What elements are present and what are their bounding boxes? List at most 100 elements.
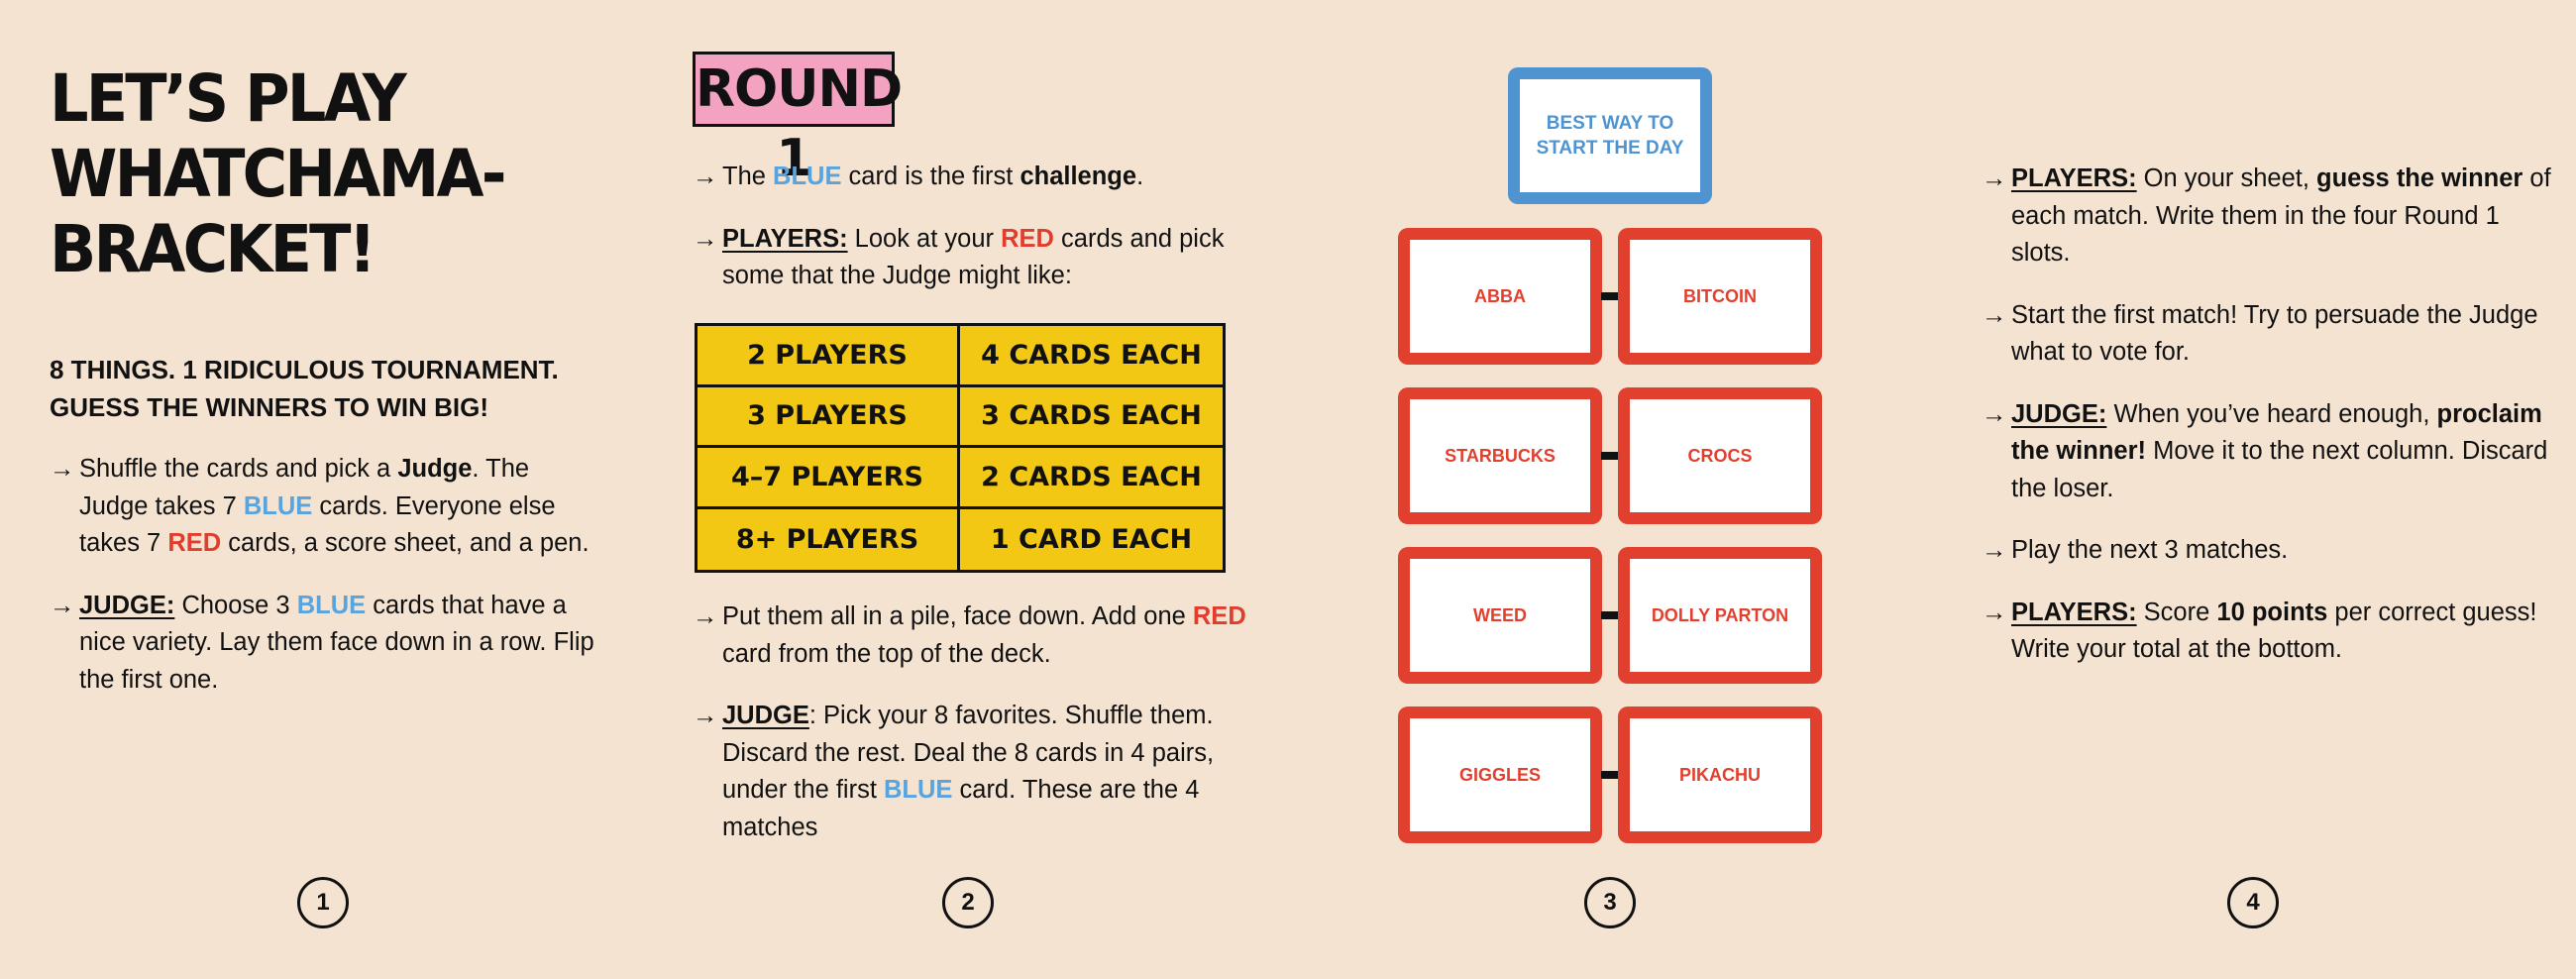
text: card from the top of the deck. xyxy=(722,639,1051,668)
tagline-line: GUESS THE WINNERS TO WIN BIG! xyxy=(50,392,488,422)
title-line: LET’S PLAY xyxy=(50,60,407,137)
role-label: JUDGE: xyxy=(2011,399,2107,428)
table-cell: 4–7 PLAYERS xyxy=(698,448,960,509)
page-2: ROUND 1 → The BLUE card is the first cha… xyxy=(644,0,1288,979)
text: card. These are the 4 matches xyxy=(722,776,1200,841)
thing-card: DOLLY PARTON xyxy=(1618,547,1822,684)
instructions-list: → PLAYERS: On your sheet, guess the winn… xyxy=(1982,161,2556,694)
blue-term: BLUE xyxy=(773,163,842,190)
bold-term: guess the winner xyxy=(2316,164,2523,192)
instruction-item: → Put them all in a pile, face down. Add… xyxy=(693,598,1267,673)
text: . The Judge takes 7 xyxy=(79,455,530,520)
judge-term: Judge xyxy=(397,455,473,483)
text: When you’ve heard enough, xyxy=(2106,399,2437,428)
page-1: LET’S PLAY WHATCHAMA- BRACKET! 8 THINGS.… xyxy=(0,0,644,979)
bold-term: challenge xyxy=(1020,163,1137,190)
game-title: LET’S PLAY WHATCHAMA- BRACKET! xyxy=(50,60,506,287)
text: The xyxy=(722,163,774,190)
text: Put them all in a pile, face down. Add o… xyxy=(722,602,1193,630)
page-number: 2 xyxy=(942,877,994,928)
thing-card: GIGGLES xyxy=(1398,707,1602,843)
text: Score xyxy=(2136,598,2217,626)
instruction-item: → PLAYERS: Score 10 points per correct g… xyxy=(1982,595,2556,669)
instruction-item: → The BLUE card is the first challenge. xyxy=(693,159,1267,196)
arrow-icon: → xyxy=(693,224,718,253)
title-line: WHATCHAMA- xyxy=(50,136,506,212)
thing-card: PIKACHU xyxy=(1618,707,1822,843)
role-label: PLAYERS: xyxy=(722,224,848,253)
instruction-item: → JUDGE: Pick your 8 favorites. Shuffle … xyxy=(693,698,1267,846)
arrow-icon: → xyxy=(1982,399,2007,428)
instruction-item: → Play the next 3 matches. xyxy=(1982,532,2556,570)
text: per correct guess! Write your total at t… xyxy=(2011,598,2537,664)
bold-term: 10 points xyxy=(2216,598,2328,626)
tagline-line: 8 THINGS. 1 RIDICULOUS TOURNAMENT. xyxy=(50,355,559,384)
page-number: 1 xyxy=(297,877,349,928)
arrow-icon: → xyxy=(693,602,718,630)
arrow-icon: → xyxy=(693,702,718,729)
text: Start the first match! Try to persuade t… xyxy=(2011,300,2538,367)
page-number: 4 xyxy=(2227,877,2279,928)
blue-term: BLUE xyxy=(884,776,953,804)
role-label: PLAYERS: xyxy=(2011,598,2137,626)
arrow-icon: → xyxy=(1982,598,2007,626)
thing-card: ABBA xyxy=(1398,228,1602,365)
role-label: PLAYERS: xyxy=(2011,164,2137,192)
page-3: BEST WAY TO START THE DAY ABBA BITCOIN S… xyxy=(1288,0,1932,979)
table-cell: 2 PLAYERS xyxy=(698,326,960,387)
text: cards and pick some that the Judge might… xyxy=(722,224,1225,290)
players-table: 2 PLAYERS 4 CARDS EACH 3 PLAYERS 3 CARDS… xyxy=(695,323,1226,573)
text: Play the next 3 matches. xyxy=(2011,536,2289,564)
arrow-icon: → xyxy=(1982,300,2007,329)
match-connector xyxy=(1601,771,1621,779)
red-term: RED xyxy=(167,529,222,557)
instructions-list: → Put them all in a pile, face down. Add… xyxy=(693,598,1267,871)
title-line: BRACKET! xyxy=(50,211,376,287)
role-label: JUDGE xyxy=(722,702,809,729)
blue-term: BLUE xyxy=(243,491,313,520)
role-label: JUDGE: xyxy=(79,591,175,619)
arrow-icon: → xyxy=(1982,164,2007,192)
text: . xyxy=(1136,163,1144,190)
instruction-item: → PLAYERS: On your sheet, guess the winn… xyxy=(1982,161,2556,272)
text: card is the first xyxy=(841,163,1020,190)
text: Shuffle the cards and pick a xyxy=(79,455,398,483)
blue-term: BLUE xyxy=(296,591,367,619)
text: cards that have a nice variety. Lay them… xyxy=(79,591,594,694)
text: Look at your xyxy=(847,224,1002,253)
instruction-item: → JUDGE: When you’ve heard enough, procl… xyxy=(1982,396,2556,508)
table-cell: 3 CARDS EACH xyxy=(960,387,1223,448)
thing-card: WEED xyxy=(1398,547,1602,684)
text: On your sheet, xyxy=(2136,164,2317,192)
arrow-icon: → xyxy=(1982,536,2007,564)
text: : Pick your 8 favorites. Shuffle them. D… xyxy=(722,702,1215,804)
arrow-icon: → xyxy=(50,455,75,483)
instruction-item: → JUDGE: Choose 3 BLUE cards that have a… xyxy=(50,588,604,700)
arrow-icon: → xyxy=(50,591,75,619)
table-cell: 2 CARDS EACH xyxy=(960,448,1223,509)
page-number: 3 xyxy=(1584,877,1636,928)
red-term: RED xyxy=(1192,602,1246,630)
instructions-list: → The BLUE card is the first challenge. … xyxy=(693,159,1267,320)
table-cell: 4 CARDS EACH xyxy=(960,326,1223,387)
text: of each match. Write them in the four Ro… xyxy=(2011,164,2551,267)
text: Choose 3 xyxy=(174,591,297,619)
challenge-card: BEST WAY TO START THE DAY xyxy=(1508,67,1712,204)
tagline: 8 THINGS. 1 RIDICULOUS TOURNAMENT. GUESS… xyxy=(50,351,559,426)
match-connector xyxy=(1601,292,1621,300)
instruction-item: → Start the first match! Try to persuade… xyxy=(1982,297,2556,372)
red-term: RED xyxy=(1001,224,1054,253)
thing-card: BITCOIN xyxy=(1618,228,1822,365)
text: Move it to the next column. Discard the … xyxy=(2011,437,2548,502)
text: cards, a score sheet, and a pen. xyxy=(221,529,590,557)
instruction-item: → Shuffle the cards and pick a Judge. Th… xyxy=(50,451,604,563)
text: cards. Everyone else takes 7 xyxy=(79,491,556,558)
arrow-icon: → xyxy=(693,163,718,190)
thing-card: CROCS xyxy=(1618,387,1822,524)
table-cell: 3 PLAYERS xyxy=(698,386,960,448)
table-cell: 8+ PLAYERS xyxy=(698,508,960,570)
instruction-item: → PLAYERS: Look at your RED cards and pi… xyxy=(693,221,1267,295)
thing-card: STARBUCKS xyxy=(1398,387,1602,524)
round-badge: ROUND 1 xyxy=(693,52,903,188)
page-4: → PLAYERS: On your sheet, guess the winn… xyxy=(1932,0,2576,979)
